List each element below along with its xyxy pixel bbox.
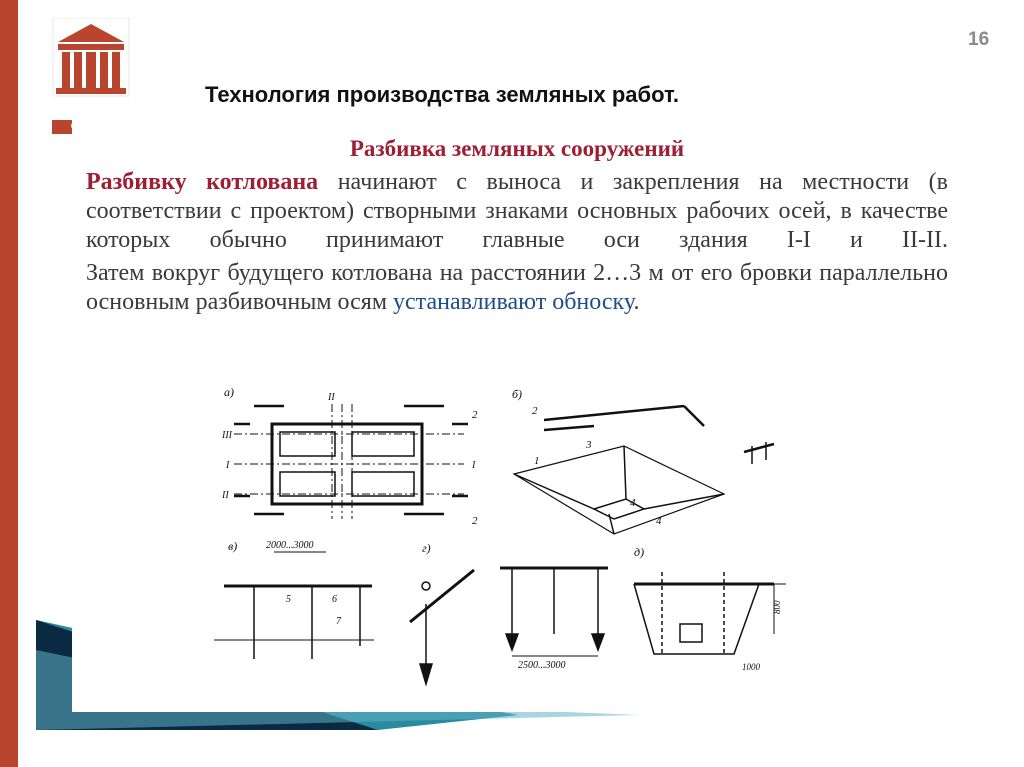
- panel-g-plumb: г): [409, 541, 475, 687]
- callout-2-top: 2: [472, 409, 478, 421]
- callout-2-b: 2: [532, 405, 538, 417]
- axis-II-label-top: II: [327, 392, 335, 403]
- paragraph-1-text: начинают с выноса и закрепления на местн…: [86, 169, 948, 253]
- callout-6: 6: [332, 594, 337, 605]
- panel-a-label: а): [224, 385, 234, 399]
- axis-II-label-left: II: [221, 490, 229, 501]
- content-subtitle: Разбивка земляных сооружений: [349, 136, 685, 161]
- panel-d-section: д) 800 1000: [633, 545, 786, 672]
- dim-2000-3000: 2000...3000: [266, 540, 314, 551]
- left-accent-bar: [0, 0, 18, 767]
- panel-g-label: г): [422, 541, 431, 555]
- paragraph-1: Разбивку котлована начинают с выноса и з…: [86, 168, 948, 255]
- axis-III-label-left: III: [221, 430, 233, 441]
- page-number: 16: [968, 29, 990, 50]
- paragraph-2-text: Затем вокруг будущего котлована на расст…: [86, 260, 948, 315]
- dim-1000: 1000: [742, 662, 761, 672]
- panel-b-label: б): [512, 387, 522, 401]
- panel-d-label: д): [634, 545, 644, 559]
- panel-v-side: в) 2000...3000 5 6 7: [214, 539, 374, 659]
- panel-a-plan: а) III I II II I 2 2: [221, 385, 478, 527]
- technical-drawing: а) III I II II I 2 2: [214, 385, 786, 687]
- dim-800: 800: [772, 600, 782, 614]
- callout-1-b: 1: [534, 455, 540, 467]
- panel-boards-row: 2500...3000: [500, 566, 608, 671]
- callout-4-b2: 4: [656, 515, 662, 527]
- axis-I-label-right: I: [471, 460, 476, 471]
- callout-4-b: 4: [630, 497, 636, 509]
- panel-b-perspective: б) 2 3 1 4 4: [512, 387, 775, 535]
- paragraph-2-end: .: [633, 289, 640, 315]
- callout-2-bottom: 2: [472, 515, 478, 527]
- content-image: Разбивка земляных сооружений Разбивку ко…: [72, 116, 980, 712]
- callout-5: 5: [286, 594, 291, 605]
- university-logo: [52, 18, 130, 134]
- slide-title: Технология производства земляных работ.: [205, 82, 679, 107]
- paragraph-2: Затем вокруг будущего котлована на расст…: [86, 259, 948, 317]
- callout-3-b: 3: [585, 439, 592, 451]
- paragraph-2-highlight: устанавливают обноску: [393, 289, 634, 315]
- paragraph-1-lead: Разбивку котлована: [86, 169, 319, 195]
- text-block: Разбивка земляных сооружений Разбивку ко…: [86, 136, 948, 321]
- panel-v-label: в): [228, 539, 237, 553]
- callout-7: 7: [336, 616, 342, 627]
- dim-2500-3000: 2500...3000: [518, 660, 566, 671]
- axis-I-label-left: I: [225, 460, 230, 471]
